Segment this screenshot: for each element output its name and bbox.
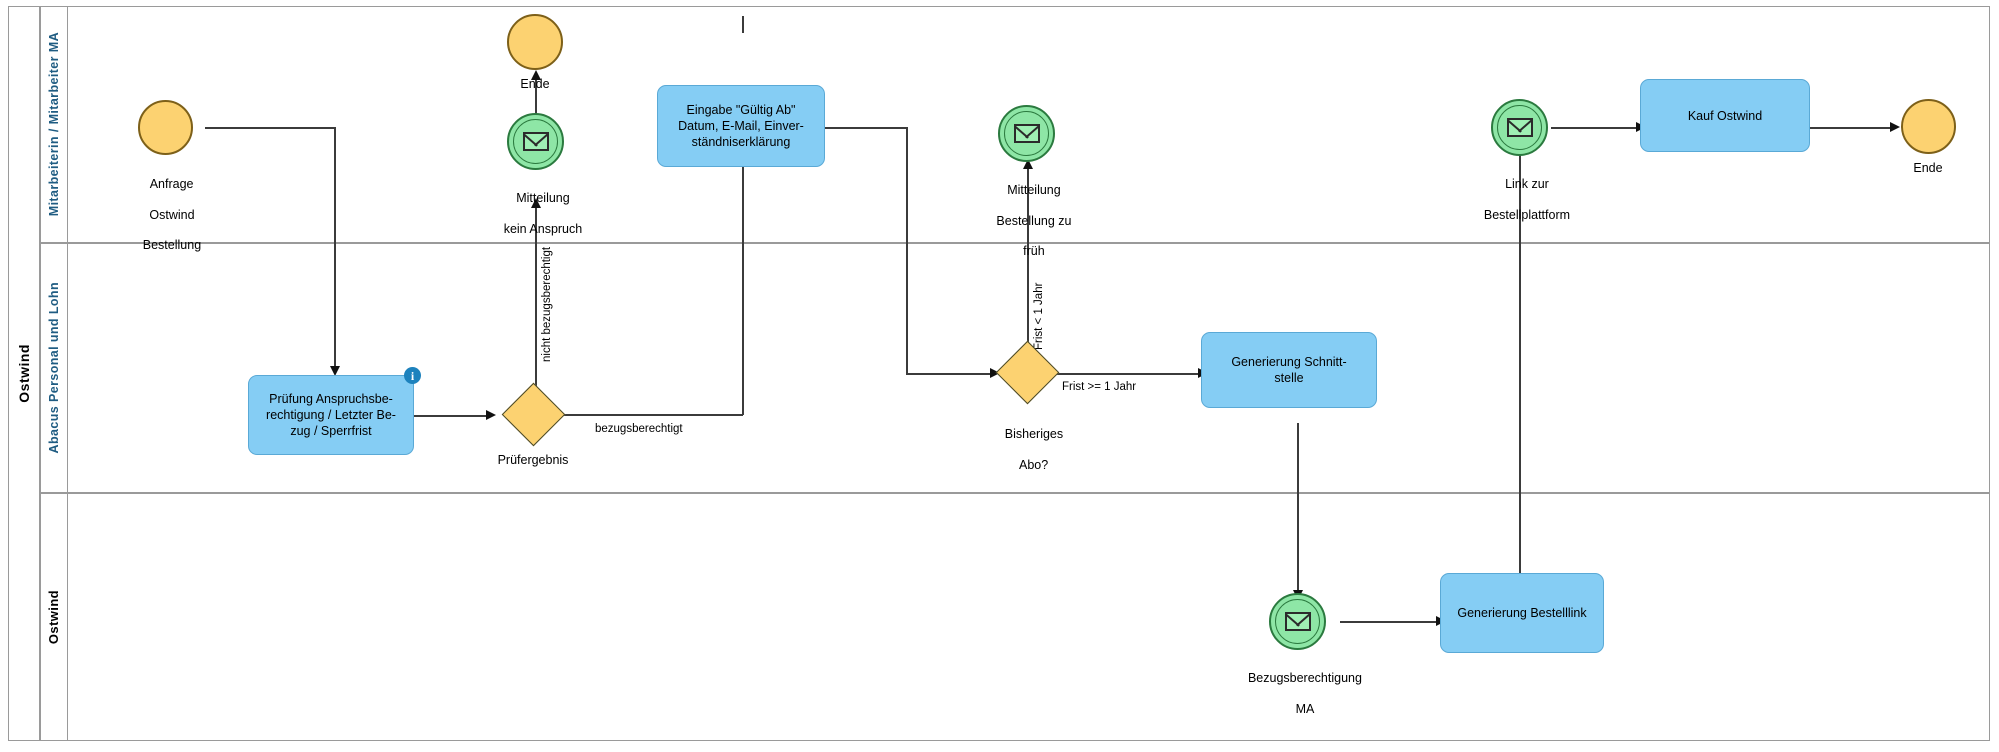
flow-bestelllink-to-link: [1519, 140, 1521, 573]
end-event-kein-anspruch[interactable]: [507, 14, 563, 70]
msg-link-line2: Bestellplattform: [1483, 207, 1571, 222]
lane-label-mitarbeiter: Mitarbeiterin / Mitarbeiter MA: [46, 32, 61, 217]
flow-eingabe-to-abo-seg2: [906, 127, 908, 374]
task-schnitt-line2: stelle: [1274, 371, 1304, 385]
lane-label-abacus: Abacus Personal und Lohn: [46, 282, 61, 454]
info-icon-glyph: i: [410, 368, 415, 383]
flow-label-frist-groesser: Frist >= 1 Jahr: [1062, 381, 1137, 393]
task-pruefung-line3: zug / Sperrfrist: [290, 424, 372, 438]
task-pruefung-line1: Prüfung Anspruchsbe-: [269, 392, 393, 406]
message-event-inner-ring: [513, 119, 558, 164]
message-event-inner-ring: [1275, 599, 1320, 644]
flow-frist-kleiner-arrow: [1022, 159, 1033, 169]
msg-kein-line2: kein Anspruch: [503, 221, 583, 236]
message-event-bezugsberechtigung-ma-label: Bezugsberechtigung MA: [1228, 656, 1368, 732]
flow-eingabe-to-abo-seg3: [906, 373, 991, 375]
flow-frist-kleiner-line: [1027, 168, 1029, 350]
task-eingabe-gueltig-ab[interactable]: Eingabe "Gültig Ab" Datum, E-Mail, Einve…: [657, 85, 825, 167]
lane-label-box-mitarbeiter: Mitarbeiterin / Mitarbeiter MA: [40, 6, 68, 243]
flow-link-to-kauf: [1551, 127, 1637, 129]
gw-abo-line2: Abo?: [1019, 457, 1049, 472]
msg-bezug-line2: MA: [1295, 701, 1315, 716]
flow-kauf-to-ende: [1808, 127, 1891, 129]
envelope-icon: [522, 132, 549, 151]
task-pruefung-text: Prüfung Anspruchsbe- rechtigung / Letzte…: [266, 391, 396, 439]
flow-start-to-pruefung-arrow: [329, 366, 340, 376]
lane-label-box-abacus: Abacus Personal und Lohn: [40, 243, 68, 493]
flow-pruefung-to-gateway: [414, 415, 487, 417]
end-event-kein-anspruch-label: Ende: [520, 77, 550, 91]
msg-link-line1: Link zur: [1505, 177, 1549, 192]
task-eingabe-text: Eingabe "Gültig Ab" Datum, E-Mail, Einve…: [678, 102, 804, 150]
flow-bezug-to-bestelllink: [1340, 621, 1437, 623]
flow-pruefung-to-gateway-arrow: [486, 409, 496, 420]
task-schnitt-line1: Generierung Schnitt-: [1231, 355, 1347, 369]
task-pruefung-anspruchsberechtigung[interactable]: Prüfung Anspruchsbe- rechtigung / Letzte…: [248, 375, 414, 455]
task-kauf-ostwind[interactable]: Kauf Ostwind: [1640, 79, 1810, 152]
task-bestelllink-text: Generierung Bestelllink: [1457, 606, 1587, 620]
gw-abo-line1: Bisheriges: [1004, 427, 1064, 442]
msg-zufrueh-line1: Mitteilung: [1007, 183, 1061, 198]
message-event-bestellung-zu-frueh[interactable]: [998, 105, 1055, 162]
flow-bezugsberechtigt-seg1: [558, 414, 743, 416]
pool-label-box: Ostwind: [8, 6, 40, 741]
flow-nichtberechtigt-line: [535, 207, 537, 392]
msg-kein-line1: Mitteilung: [516, 191, 570, 206]
flow-frist-groesser-line: [1050, 373, 1200, 375]
envelope-icon: [1013, 124, 1040, 143]
msg-zufrueh-line2: Bestellung zu: [996, 213, 1072, 228]
message-event-inner-ring: [1004, 111, 1049, 156]
task-pruefung-line2: rechtigung / Letzter Be-: [266, 408, 396, 422]
msg-zufrueh-line3: früh: [1023, 244, 1045, 259]
envelope-icon: [1506, 118, 1533, 137]
start-anfrage-line3: Bestellung: [142, 238, 202, 253]
message-event-kein-anspruch-label: Mitteilung kein Anspruch: [470, 176, 602, 252]
pool-label: Ostwind: [15, 344, 32, 403]
start-event-anfrage[interactable]: [138, 100, 193, 155]
message-event-link-bestellplattform-label: Link zur Bestellplattform: [1450, 162, 1590, 238]
task-eingabe-line3: ständniserklärung: [691, 135, 791, 149]
task-eingabe-line2: Datum, E-Mail, Einver-: [678, 119, 804, 133]
flow-schnitt-to-bezug: [1297, 423, 1299, 593]
envelope-icon: [1284, 612, 1311, 631]
lane-label-box-ostwind: Ostwind: [40, 493, 68, 741]
gateway-bisheriges-abo-label: Bisheriges Abo?: [962, 412, 1092, 488]
flow-start-to-pruefung-seg1: [205, 127, 335, 129]
message-event-kein-anspruch[interactable]: [507, 113, 564, 170]
flow-eingabe-to-abo-arrow: [990, 368, 1000, 378]
message-event-link-bestellplattform[interactable]: [1491, 99, 1548, 156]
task-eingabe-line1: Eingabe "Gültig Ab": [686, 103, 796, 117]
lane-ostwind: [40, 493, 1990, 741]
flow-bezugsberechtigt-seg2: [742, 162, 744, 415]
info-icon[interactable]: i: [404, 367, 421, 384]
start-event-anfrage-label: Anfrage Ostwind Bestellung: [95, 162, 235, 269]
end-event-kauf[interactable]: [1901, 99, 1956, 154]
start-anfrage-line1: Anfrage: [149, 177, 194, 192]
flow-msgkein-to-ende-arrow: [530, 70, 541, 80]
gateway-pruefergebnis-label: Prüfergebnis: [497, 453, 569, 467]
task-schnitt-text: Generierung Schnitt- stelle: [1231, 354, 1346, 386]
msg-bezug-line1: Bezugsberechtigung: [1247, 671, 1362, 686]
task-kauf-text: Kauf Ostwind: [1687, 108, 1763, 123]
flow-loop-seg1: [742, 16, 744, 33]
message-event-bezugsberechtigung-ma[interactable]: [1269, 593, 1326, 650]
flow-msgkein-to-ende: [535, 78, 537, 114]
start-anfrage-line2: Ostwind: [149, 207, 195, 222]
flow-kauf-to-ende-arrow: [1890, 122, 1900, 132]
lane-label-ostwind: Ostwind: [46, 589, 61, 645]
flow-label-bezugsberechtigt: bezugsberechtigt: [595, 423, 683, 435]
flow-nichtberechtigt-arrow: [530, 198, 541, 208]
message-event-bestellung-zu-frueh-label: Mitteilung Bestellung zu früh: [962, 168, 1092, 275]
message-event-inner-ring: [1497, 105, 1542, 150]
task-generierung-schnittstelle[interactable]: Generierung Schnitt- stelle: [1201, 332, 1377, 408]
task-generierung-bestelllink[interactable]: Generierung Bestelllink: [1440, 573, 1604, 653]
flow-eingabe-to-abo-seg1: [824, 127, 908, 129]
end-event-kauf-label: Ende: [1913, 161, 1943, 175]
flow-start-to-pruefung-seg2: [334, 127, 336, 369]
